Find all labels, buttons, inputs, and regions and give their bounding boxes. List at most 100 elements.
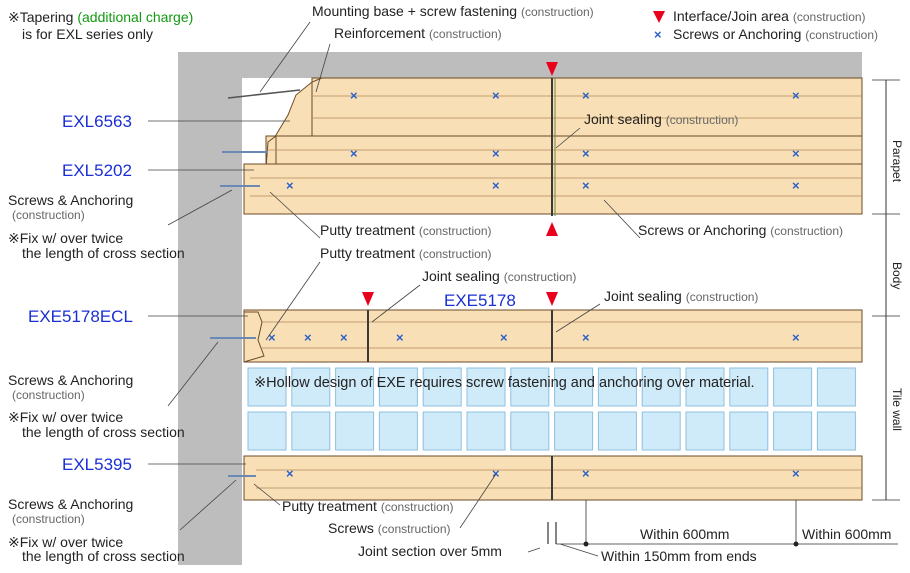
tile <box>729 411 769 451</box>
tile <box>773 411 813 451</box>
screw-x-icon: × <box>286 466 294 481</box>
product-exe5178: EXE5178 <box>444 291 516 310</box>
fix-note-3b: the length of cross section <box>22 548 185 564</box>
fix-note-2a: ※Fix w/ over twice <box>8 409 123 425</box>
joint-sealing-label-2: Joint sealing (construction) <box>422 268 576 284</box>
parapet-top <box>178 52 862 78</box>
screws-or-anchoring-label: Screws or Anchoring (construction) <box>638 222 843 238</box>
within-150-label: Within 150mm from ends <box>601 548 757 564</box>
joint-section-label: Joint section over 5mm <box>358 543 502 559</box>
tile <box>291 367 331 407</box>
screws-anchoring-label-3: Screws & Anchoring <box>8 496 133 512</box>
zone-parapet: Parapet <box>890 140 904 183</box>
screw-x-icon: × <box>582 466 590 481</box>
screw-x-icon: × <box>582 178 590 193</box>
screw-x-icon: × <box>582 330 590 345</box>
legend-x-icon: × <box>654 27 662 42</box>
tile <box>816 411 856 451</box>
tapering-note: ※Tapering (additional charge) <box>8 9 193 25</box>
tile <box>291 411 331 451</box>
tile <box>335 367 375 407</box>
putty-label-1: Putty treatment (construction) <box>320 222 492 238</box>
tile <box>597 411 637 451</box>
dimensions <box>527 79 900 557</box>
tile <box>422 367 462 407</box>
screw-x-icon: × <box>792 466 800 481</box>
product-exl5395: EXL5395 <box>62 455 132 474</box>
fix-note-1b: the length of cross section <box>22 245 185 261</box>
zone-tile-wall: Tile wall <box>890 388 904 431</box>
within-600-label-1: Within 600mm <box>640 526 729 542</box>
screw-x-icon: × <box>582 146 590 161</box>
fix-note-2b: the length of cross section <box>22 424 185 440</box>
wall-section <box>178 52 242 565</box>
tile <box>378 411 418 451</box>
screws-label: Screws (construction) <box>328 520 451 536</box>
tile-wall <box>247 367 856 451</box>
screw-x-icon: × <box>304 330 312 345</box>
product-exe5178ecl: EXE5178ECL <box>28 307 133 326</box>
screw-x-icon: × <box>268 330 276 345</box>
tile <box>597 367 637 407</box>
mounting-label: Mounting base + screw fastening (constru… <box>312 3 594 19</box>
screw-x-icon: × <box>492 466 500 481</box>
product-labels: EXL6563 EXL5202 EXE5178ECL EXE5178 EXL53… <box>28 112 516 474</box>
screw-x-icon: × <box>492 146 500 161</box>
tile <box>510 367 550 407</box>
tile <box>641 411 681 451</box>
joint-sealing-label-3: Joint sealing (construction) <box>604 288 758 304</box>
tile <box>378 367 418 407</box>
tile <box>685 411 725 451</box>
within-600-label-2: Within 600mm <box>802 526 891 542</box>
tile <box>773 367 813 407</box>
legend-screws: Screws or Anchoring (construction) <box>673 26 878 42</box>
screw-x-icon: × <box>492 88 500 103</box>
tile <box>729 367 769 407</box>
screws-anchoring-tag-2: (construction) <box>12 388 85 402</box>
screws-anchoring-label-2: Screws & Anchoring <box>8 372 133 388</box>
tile <box>554 367 594 407</box>
joint-sealing-label-1: Joint sealing (construction) <box>584 111 738 127</box>
tile <box>466 367 506 407</box>
screws-anchoring-tag-3: (construction) <box>12 512 85 526</box>
tile <box>247 367 287 407</box>
tile <box>466 411 506 451</box>
joint-lines <box>367 78 556 500</box>
hollow-note: ※Hollow design of EXE requires screw fas… <box>254 375 755 391</box>
tile <box>554 411 594 451</box>
screw-x-icon: × <box>492 178 500 193</box>
screws-anchoring-tag-1: (construction) <box>12 208 85 222</box>
tile <box>816 367 856 407</box>
screw-x-icon: × <box>792 330 800 345</box>
tile <box>685 367 725 407</box>
tile <box>510 411 550 451</box>
screw-x-icon: × <box>286 178 294 193</box>
fix-note-1a: ※Fix w/ over twice <box>8 230 123 246</box>
legend: Interface/Join area (construction) × Scr… <box>654 8 878 42</box>
screw-x-icon: × <box>350 88 358 103</box>
screw-x-icon: × <box>792 146 800 161</box>
screw-icons <box>210 89 301 477</box>
legend-join: Interface/Join area (construction) <box>673 8 866 24</box>
tile <box>641 367 681 407</box>
screw-x-icon: × <box>350 146 358 161</box>
product-exl5202: EXL5202 <box>62 161 132 180</box>
fix-note-3a: ※Fix w/ over twice <box>8 534 123 550</box>
tile <box>335 411 375 451</box>
callouts: Mounting base + screw fastening (constru… <box>8 3 891 564</box>
screw-x-icon: × <box>792 178 800 193</box>
tile <box>422 411 462 451</box>
zone-labels: Parapet Body Tile wall <box>890 140 904 431</box>
reinforcement-label: Reinforcement (construction) <box>334 25 502 41</box>
product-exl6563: EXL6563 <box>62 112 132 131</box>
screw-x-icon: × <box>340 330 348 345</box>
tapering-note-2: is for EXL series only <box>22 26 153 42</box>
zone-body: Body <box>890 262 904 289</box>
screw-x-icon: × <box>582 88 590 103</box>
notes: ※Tapering (additional charge) is for EXL… <box>8 9 755 564</box>
screw-x-icon: × <box>500 330 508 345</box>
molding-exl6563 <box>270 77 863 141</box>
screws-anchoring-label-1: Screws & Anchoring <box>8 192 133 208</box>
